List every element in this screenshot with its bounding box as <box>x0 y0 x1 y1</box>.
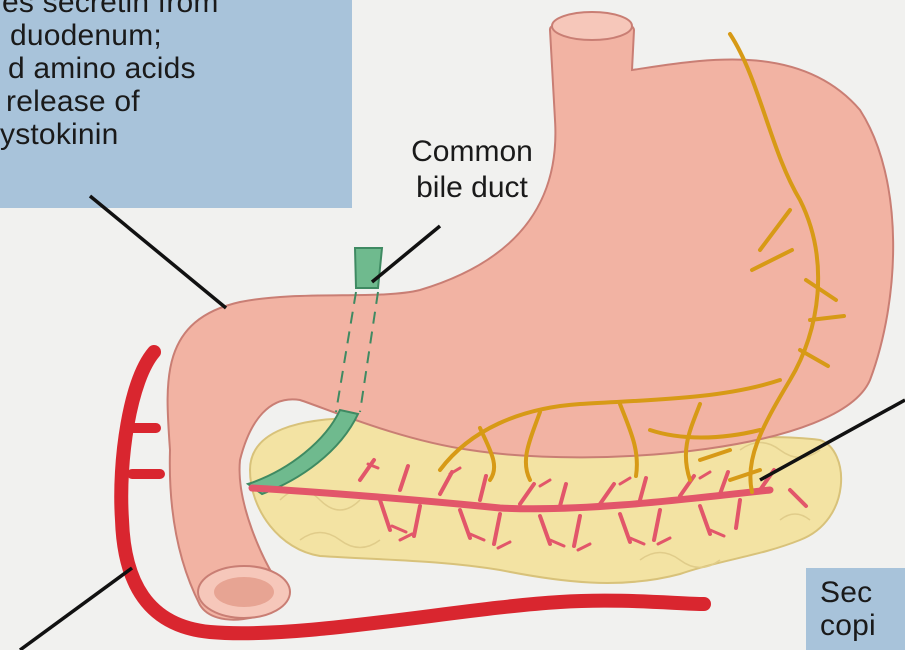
leader-hormone-callout <box>90 196 226 308</box>
duodenum-lumen <box>214 577 274 607</box>
artery-branches <box>130 428 160 474</box>
leader-artery <box>20 568 132 650</box>
esophagus-opening <box>552 12 632 40</box>
bile-duct-tube <box>355 248 382 288</box>
